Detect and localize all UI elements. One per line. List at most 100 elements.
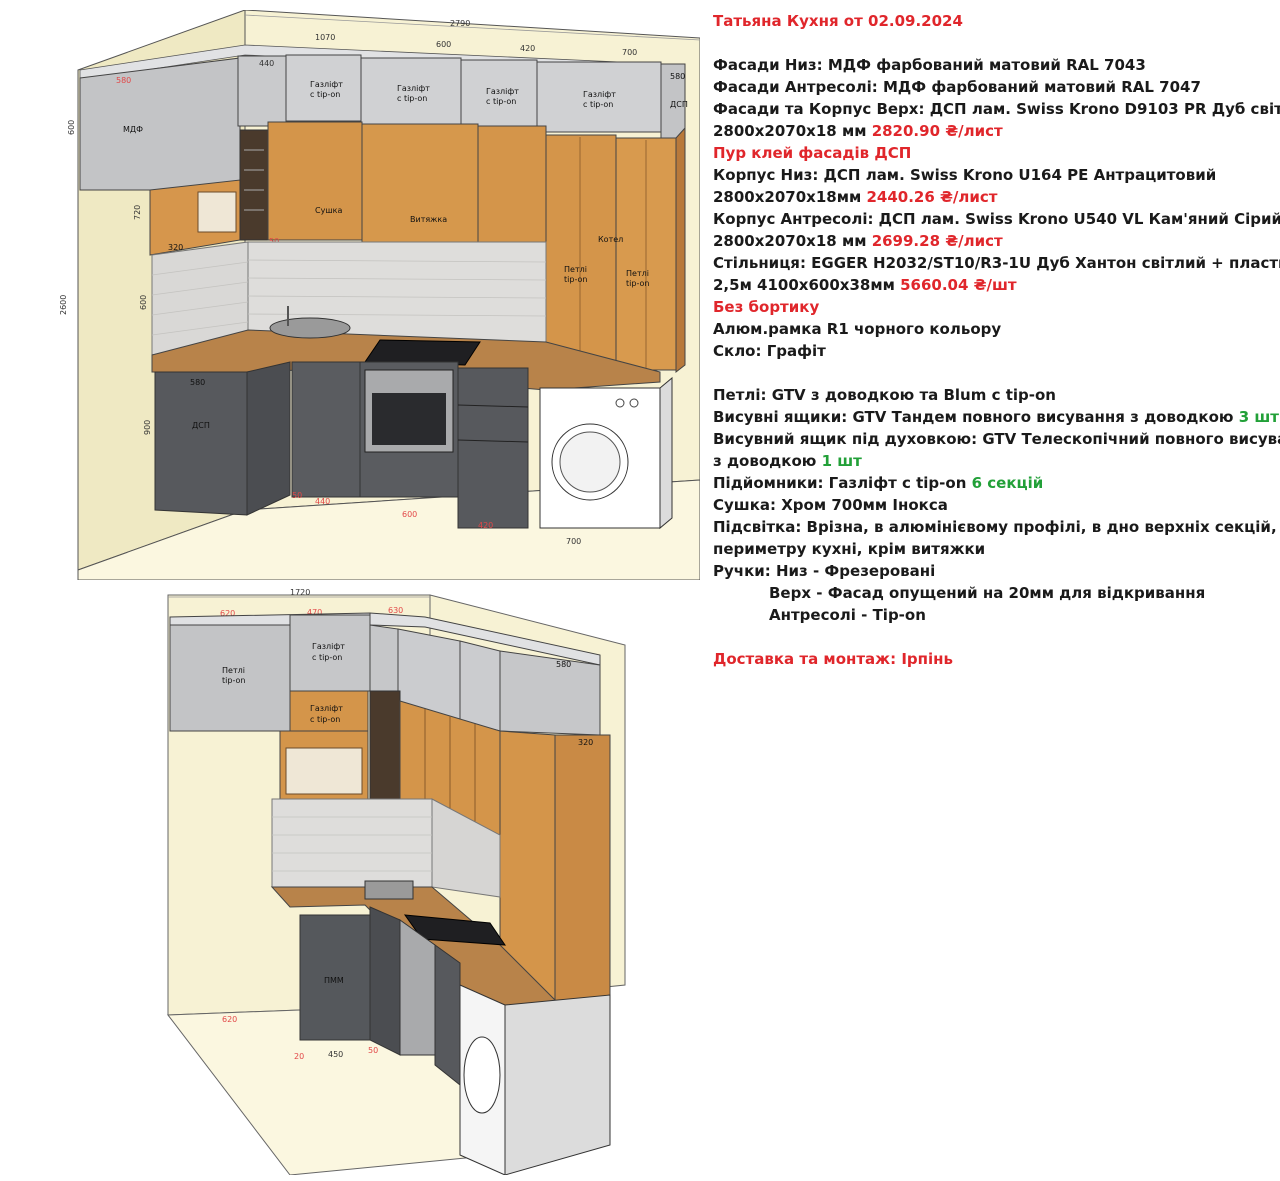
sink-s [364, 880, 414, 900]
dim-620: 620 [220, 609, 235, 618]
spec-lifts: Підйомники: Газліфт с tip-on 6 секцій [713, 474, 1044, 492]
dim-580-low: 580 [190, 378, 205, 387]
label-dsp-right: ДСП [670, 100, 688, 109]
mezzanine-6 [660, 63, 686, 143]
upper-cab-3 [477, 125, 547, 253]
dim-2790: 2790 [450, 19, 470, 28]
label-gaslift-3: Газліфт [486, 87, 519, 96]
tall-cab-boiler [545, 134, 617, 366]
dim-50-bot: 50 [292, 491, 302, 500]
spec-body-bottom: Корпус Низ: ДСП лам. Swiss Krono U164 PE… [713, 166, 1217, 184]
dim-700-top: 700 [622, 48, 637, 57]
label-gaslift-1: Газліфт [310, 80, 343, 89]
dim-600-top: 600 [436, 40, 451, 49]
mezzanine-left [79, 57, 241, 191]
lower-cab-corner [154, 371, 248, 516]
label-gaslift-4: Газліфт [583, 90, 616, 99]
dim-620-s: 620 [222, 1015, 237, 1024]
mezzanine-s6 [499, 650, 601, 736]
spec-handles: Ручки: Низ - Фрезеровані [713, 562, 936, 580]
label-petli-2b: tip-on [626, 279, 649, 288]
dim-600-bot: 600 [402, 510, 417, 519]
spec-body-mezzanine-size: 2800x2070x18 мм 2699.28 ₴/лист [713, 232, 1003, 250]
dim-440: 440 [259, 59, 274, 68]
spec-body-bottom-size: 2800x2070x18мм 2440.26 ₴/лист [713, 188, 998, 206]
label-vytyazhka: Витяжка [410, 215, 447, 224]
upper-cab-dryer [267, 121, 363, 241]
dim-320: 320 [168, 243, 183, 252]
dim-420-top: 420 [520, 44, 535, 53]
dim-580-right: 580 [670, 72, 685, 81]
label-mdf: МДФ [123, 125, 143, 134]
price-1: 2820.90 ₴/лист [871, 122, 1003, 140]
label-sushka: Сушка [315, 206, 342, 215]
mezzanine-4 [460, 59, 538, 127]
qty-drawers: 3 шт [1238, 408, 1279, 426]
dim-450-s: 450 [328, 1050, 343, 1059]
label-gaslift-s2: Газліфт [310, 704, 343, 713]
label-gaslift-3b: с tip-on [486, 97, 516, 106]
spec-frame: Алюм.рамка R1 чорного кольору [713, 320, 1002, 338]
label-petli-2: Петлі [626, 269, 649, 278]
spec-title: Татьяна Кухня от 02.09.2024 [713, 12, 963, 30]
label-petli-1b: tip-on [564, 275, 587, 284]
dim-420-bot: 420 [478, 521, 493, 530]
spec-countertop-size: 2,5м 4100x600x38мм 5660.04 ₴/шт [713, 276, 1017, 294]
label-gaslift-1b: с tip-on [310, 90, 340, 99]
mezzanine-s2 [289, 614, 371, 692]
qty-oven-drawer: 1 шт [821, 452, 862, 470]
dim-440-bot: 440 [315, 497, 330, 506]
spec-no-border: Без бортику [713, 298, 820, 316]
sink [269, 317, 351, 339]
spec-countertop: Стільниця: EGGER H2032/ST10/R3-1U Дуб Ха… [713, 254, 1280, 272]
dim-900: 900 [143, 420, 152, 435]
spec-facades-mezzanine: Фасади Антресолі: МДФ фарбований матовий… [713, 78, 1201, 96]
dim-600-splash: 600 [139, 295, 148, 310]
spec-oven-drawer-2: з доводкою 1 шт [713, 452, 862, 470]
label-gaslift-2b: с tip-on [397, 94, 427, 103]
dim-2600: 2600 [60, 295, 68, 315]
kitchen-render-front: 2790 1070 600 420 700 580 600 МДФ 580 ДС… [59, 9, 701, 581]
spec-dryer: Сушка: Хром 700мм Інокса [713, 496, 948, 514]
label-gaslift-s2b: с tip-on [310, 715, 340, 724]
dim-320-s: 320 [578, 738, 593, 747]
mezzanine-s1 [169, 624, 291, 732]
lower-cab-2 [291, 361, 361, 498]
upper-cab-gaslift [289, 690, 369, 732]
kitchen-render-front-svg: 2790 1070 600 420 700 580 600 МДФ 580 ДС… [59, 9, 701, 581]
label-petli-sb: tip-on [222, 676, 245, 685]
label-kotel: Котел [598, 235, 623, 244]
dim-20-s: 20 [294, 1052, 304, 1061]
label-gaslift-s1: Газліфт [312, 642, 345, 651]
label-dsp: ДСП [192, 421, 210, 430]
dim-470: 470 [307, 608, 322, 617]
spec-glue: Пур клей фасадів ДСП [713, 144, 912, 162]
dim-580-left: 580 [116, 76, 131, 85]
label-gaslift-2: Газліфт [397, 84, 430, 93]
spec-facades-bottom: Фасади Низ: МДФ фарбований матовий RAL 7… [713, 56, 1146, 74]
spec-lighting-2: периметру кухні, крім витяжки [713, 540, 986, 558]
label-pmm: ПММ [324, 976, 344, 985]
label-gaslift-4b: с tip-on [583, 100, 613, 109]
specification-panel: Татьяна Кухня от 02.09.2024 Фасади Низ: … [713, 10, 1280, 670]
upper-cab-hood [361, 123, 479, 243]
cooktop-s [403, 914, 506, 946]
dim-600-h: 600 [67, 120, 76, 135]
dim-50-sb: 50 [368, 1046, 378, 1055]
dim-1720: 1720 [290, 588, 310, 597]
dim-700-bot: 700 [566, 537, 581, 546]
kitchen-render-side-svg: 1720 620 470 630 Петлі tip-on Газліфт с … [167, 588, 626, 1176]
spec-handles-mezzanine: Антресолі - Tip-on [769, 606, 926, 624]
dish-drying-rack-2 [369, 690, 401, 800]
spec-delivery: Доставка та монтаж: Ірпінь [713, 650, 953, 668]
spec-facades-top-size: 2800x2070x18 мм 2820.90 ₴/лист [713, 122, 1003, 140]
spec-body-mezzanine: Корпус Антресолі: ДСП лам. Swiss Krono U… [713, 210, 1280, 228]
label-petli-s: Петлі [222, 666, 245, 675]
lower-cab-s2 [369, 906, 401, 1056]
spec-handles-top: Верх - Фасад опущений на 20мм для відкри… [769, 584, 1206, 602]
mezzanine-5 [536, 61, 662, 133]
spec-oven-drawer: Висувний ящик під духовкою: GTV Телескоп… [713, 430, 1280, 448]
drawer-cab [457, 367, 529, 529]
spec-glass: Скло: Графіт [713, 342, 826, 360]
mezzanine-2 [285, 54, 362, 122]
